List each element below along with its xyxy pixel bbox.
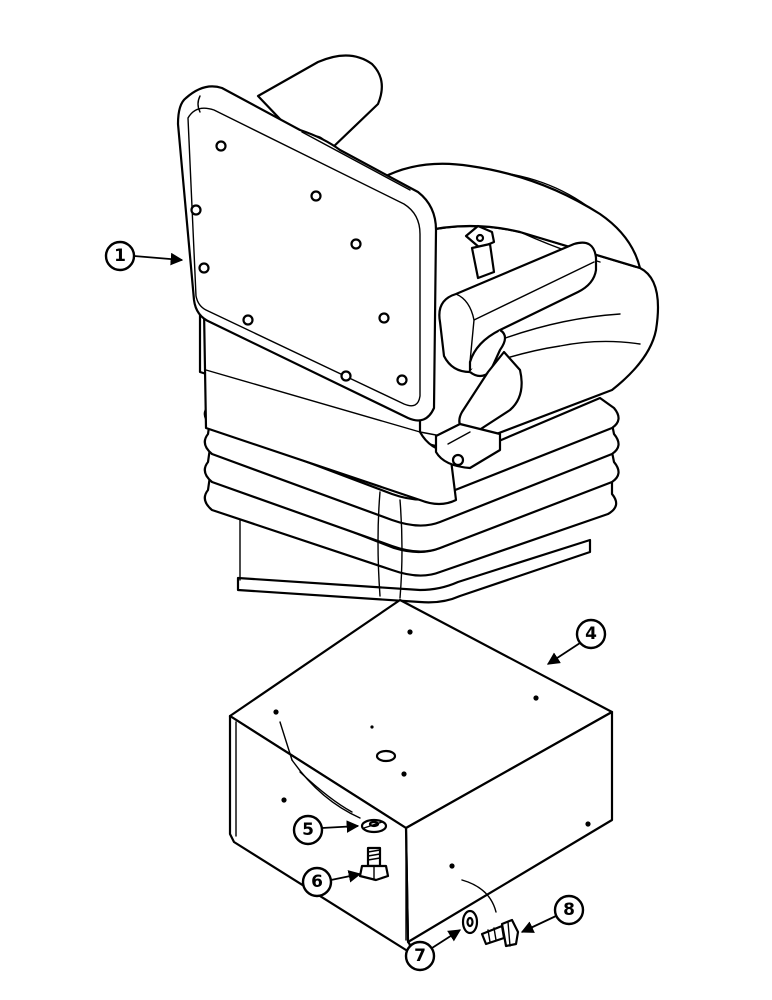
callout-6: 6 bbox=[301, 866, 362, 898]
seat-mount-bracket bbox=[228, 598, 614, 952]
horizontal-bolt bbox=[480, 918, 520, 948]
callout-1: 1 bbox=[104, 240, 184, 272]
callout-5: 5 bbox=[292, 814, 360, 846]
callout-5-label: 5 bbox=[302, 820, 314, 840]
backrest-screws bbox=[190, 140, 408, 386]
suspension-bellows bbox=[203, 394, 620, 604]
callout-1-label: 1 bbox=[114, 246, 126, 266]
flat-washer bbox=[461, 909, 479, 935]
callout-7: 7 bbox=[404, 929, 462, 972]
operator-seat bbox=[176, 54, 660, 604]
vertical-bolt bbox=[358, 846, 390, 882]
callout-6-label: 6 bbox=[311, 872, 323, 892]
armrest bbox=[438, 241, 598, 438]
callout-4: 4 bbox=[546, 618, 607, 665]
seat-belt bbox=[434, 224, 502, 470]
bracket-holes bbox=[273, 629, 591, 869]
callout-8-label: 8 bbox=[563, 900, 575, 920]
callout-4-label: 4 bbox=[585, 624, 597, 644]
lock-washer bbox=[360, 818, 388, 834]
callout-8: 8 bbox=[520, 894, 585, 933]
callout-7-label: 7 bbox=[414, 946, 426, 966]
